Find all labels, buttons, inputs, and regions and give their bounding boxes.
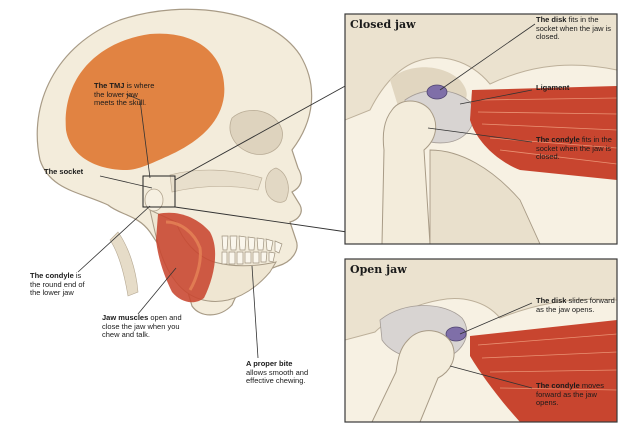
neck-vertebra [110,232,138,296]
label-ligament: Ligament [536,84,614,93]
label-closed-disk: The disk fits in the socket when the jaw… [536,16,616,42]
label-open-condyle: The condyle moves forward as the jaw ope… [536,382,616,408]
leader-condyle [78,206,150,272]
label-condyle: The condyle is the round end of the lowe… [30,272,88,298]
label-proper-bite: A proper bite allows smooth and effectiv… [246,360,312,386]
label-tmj: The TMJ is where the lower jaw meets the… [94,82,156,108]
label-jaw-muscles: Jaw muscles open and close the jaw when … [102,314,194,340]
leader-muscles [138,268,176,314]
closed-jaw-title: Closed jaw [350,18,416,31]
closed-jaw-illustration [345,14,617,244]
label-open-disk: The disk slides forward as the jaw opens… [536,297,616,314]
label-socket: The socket [44,168,104,177]
open-jaw-title: Open jaw [350,263,407,276]
label-closed-condyle: The condyle fits in the socket when the … [536,136,616,162]
skull-illustration [37,9,311,315]
